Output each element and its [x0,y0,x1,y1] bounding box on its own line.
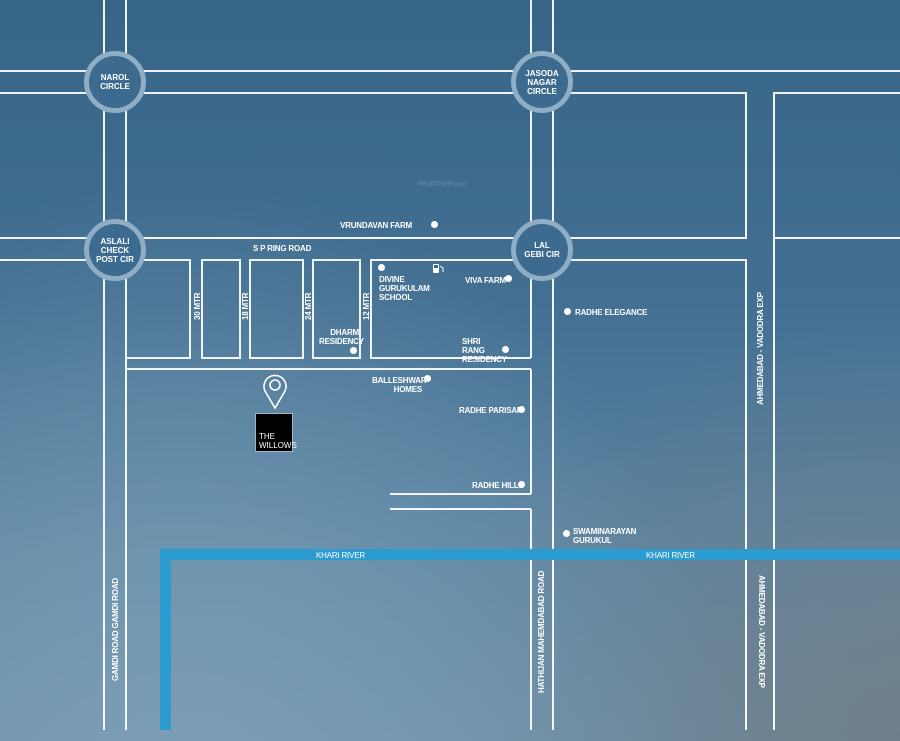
watermark: PROPTIGER.com [418,182,467,188]
block [370,259,531,359]
place-marker [431,221,438,228]
place-marker [424,375,431,382]
place-marker [502,346,509,353]
expressway-label-top: AHMEDABAD - VADODRA EXP [756,292,765,405]
place-viva-farm: VIVA FARM [465,276,506,285]
fuel-station-icon [433,264,444,273]
place-dharm-residency: DHARM RESIDENCY [319,328,364,346]
place-balleshwar-homes: BALLESHWAR HOMES [372,376,427,394]
place-swaminarayan-gurukul: SWAMINARAYAN GURUKUL [573,527,637,545]
road-30-mtr-label: 30 MTR [193,292,202,320]
circle-aslali: ASLALI CHECK POST CIR [84,219,146,281]
place-marker [378,264,385,271]
place-marker [518,406,525,413]
khari-river [160,549,900,730]
road-line [773,92,900,239]
circle-narol: NAROL CIRCLE [84,51,146,113]
road-12-mtr-label: 12 MTR [362,292,371,320]
khari-river-label: KHARI RIVER [646,551,695,560]
location-pin-icon [263,374,287,410]
place-divine-gurukulam-school: DIVINE GURUKULAM SCHOOL [379,275,430,302]
hathijan-road-label: HATHIJAN MAHEMDABAD ROAD [537,570,546,693]
road-24-mtr-label: 24 MTR [304,292,313,320]
place-marker [563,530,570,537]
expressway-label-bottom: AHMEDABAD - VADODRA EXP [757,575,766,688]
place-radhe-elegance: RADHE ELEGANCE [575,308,648,317]
circle-lal-gebi: LAL GEBI CIR [511,219,573,281]
place-vrundavan-farm: VRUNDAVAN FARM [340,221,413,230]
block [201,259,241,359]
circle-jasoda-nagar: JASODA NAGAR CIRCLE [511,51,573,113]
place-marker [564,308,571,315]
road-line [553,92,747,239]
khari-river-label: KHARI RIVER [316,551,365,560]
place-marker [518,481,525,488]
project-name: THE WILLOWS [259,432,297,450]
road-line [553,259,747,730]
place-marker [350,347,357,354]
block [312,259,361,359]
project-the-willows[interactable]: THE WILLOWS [255,413,297,452]
place-marker [505,275,512,282]
block [126,259,191,359]
place-radhe-parisar: RADHE PARISAR [459,406,523,415]
gamdi-road-label: GAMDI ROAD GAMDI ROAD [111,578,120,681]
place-radhe-hills: RADHE HILLS [472,481,524,490]
sp-ring-road-label: S P RING ROAD [253,244,312,253]
place-shri-rang-residency: SHRI RANG RESIDENCY [462,337,507,364]
road-18-mtr-label: 18 MTR [241,292,250,320]
block [249,259,304,359]
